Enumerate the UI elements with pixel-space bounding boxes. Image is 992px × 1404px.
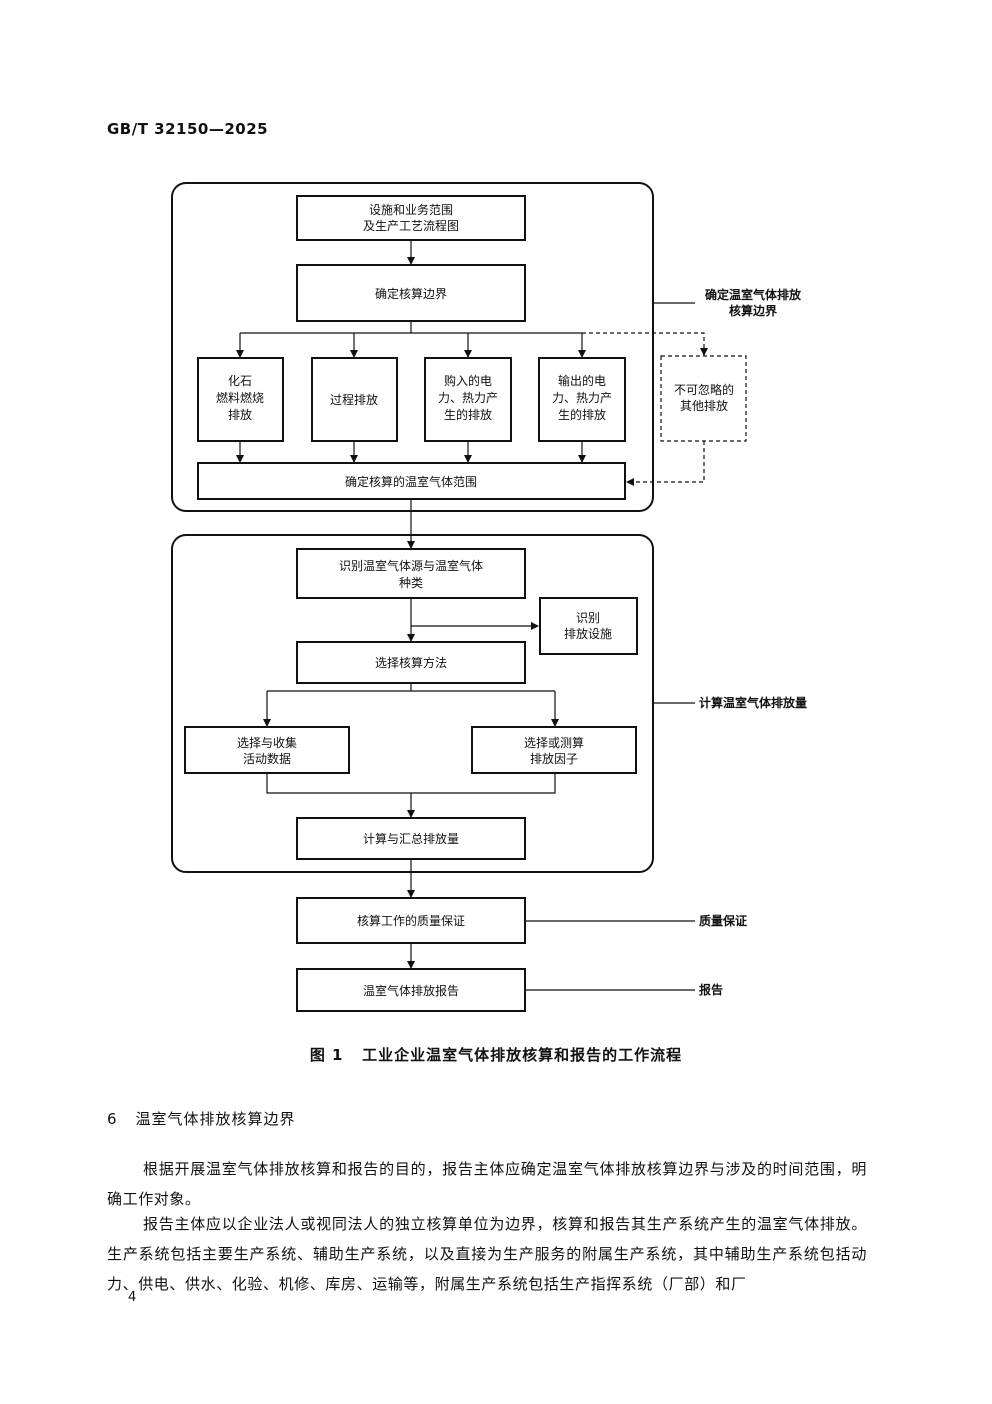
box-purchased-1: 购入的电 <box>444 373 492 388</box>
boundary-group-frame <box>171 182 654 512</box>
side-label-report: 报告 <box>699 982 723 997</box>
box-ghg-scope: 确定核算的温室气体范围 <box>345 474 477 489</box>
paragraph-2: 报告主体应以企业法人或视同法人的独立核算单位为边界，核算和报告其生产系统产生的温… <box>107 1215 867 1293</box>
box-determine-boundary: 确定核算边界 <box>375 286 447 301</box>
box-emission-factor-2: 排放因子 <box>530 751 578 766</box>
paragraph-1: 根据开展温室气体排放核算和报告的目的，报告主体应确定温室气体排放核算边界与涉及的… <box>107 1160 867 1208</box>
side-label-boundary-2: 核算边界 <box>729 303 777 318</box>
workflow-diagram: 确定温室气体排放 核算边界 计算温室气体排放量 质量保证 报告 设施和业务范围 … <box>171 182 807 1012</box>
page-number: 4 <box>128 1290 137 1305</box>
box-fossil-3: 排放 <box>228 407 252 422</box>
figure-label: 图 1 <box>309 1046 344 1064</box>
box-output-3: 生的排放 <box>558 407 606 422</box>
section-heading: 6 温室气体排放核算边界 <box>107 1108 296 1129</box>
box-identify-facilities-2: 排放设施 <box>564 626 612 641</box>
section-number: 6 <box>107 1110 118 1128</box>
box-purchased-2: 力、热力产 <box>438 391 498 405</box>
box-other-2: 其他排放 <box>680 398 728 413</box>
box-quality: 核算工作的质量保证 <box>357 913 465 928</box>
box-identify-facilities-1: 识别 <box>576 611 600 625</box>
box-facilities-2: 及生产工艺流程图 <box>363 218 459 233</box>
box-ghg-report: 温室气体排放报告 <box>363 983 459 998</box>
box-select-method: 选择核算方法 <box>375 655 447 670</box>
figure-caption: 图 1 工业企业温室气体排放核算和报告的工作流程 <box>0 1044 992 1065</box>
box-fossil-2: 燃料燃烧 <box>216 390 264 405</box>
figure-title: 工业企业温室气体排放核算和报告的工作流程 <box>362 1046 683 1064</box>
box-activity-data-1: 选择与收集 <box>237 735 297 750</box>
side-label-calculate: 计算温室气体排放量 <box>699 695 807 710</box>
box-activity-data-2: 活动数据 <box>243 751 291 766</box>
box-calc-summary: 计算与汇总排放量 <box>363 831 459 846</box>
box-identify-sources-1: 识别温室气体源与温室气体 <box>339 558 483 573</box>
box-process: 过程排放 <box>330 392 378 407</box>
box-emission-factor-1: 选择或测算 <box>524 735 584 750</box>
document-id: GB/T 32150—2025 <box>107 120 269 138</box>
box-fossil-1: 化石 <box>228 374 252 388</box>
box-output-1: 输出的电 <box>558 373 606 388</box>
side-label-qa: 质量保证 <box>699 913 747 928</box>
box-output-2: 力、热力产 <box>552 391 612 405</box>
box-identify-sources-2: 种类 <box>399 576 423 590</box>
box-other-1: 不可忽略的 <box>674 382 734 397</box>
section-title: 温室气体排放核算边界 <box>135 1110 296 1128</box>
box-purchased-3: 生的排放 <box>444 407 492 422</box>
side-label-boundary-1: 确定温室气体排放 <box>705 287 802 302</box>
box-facilities-1: 设施和业务范围 <box>369 202 453 217</box>
